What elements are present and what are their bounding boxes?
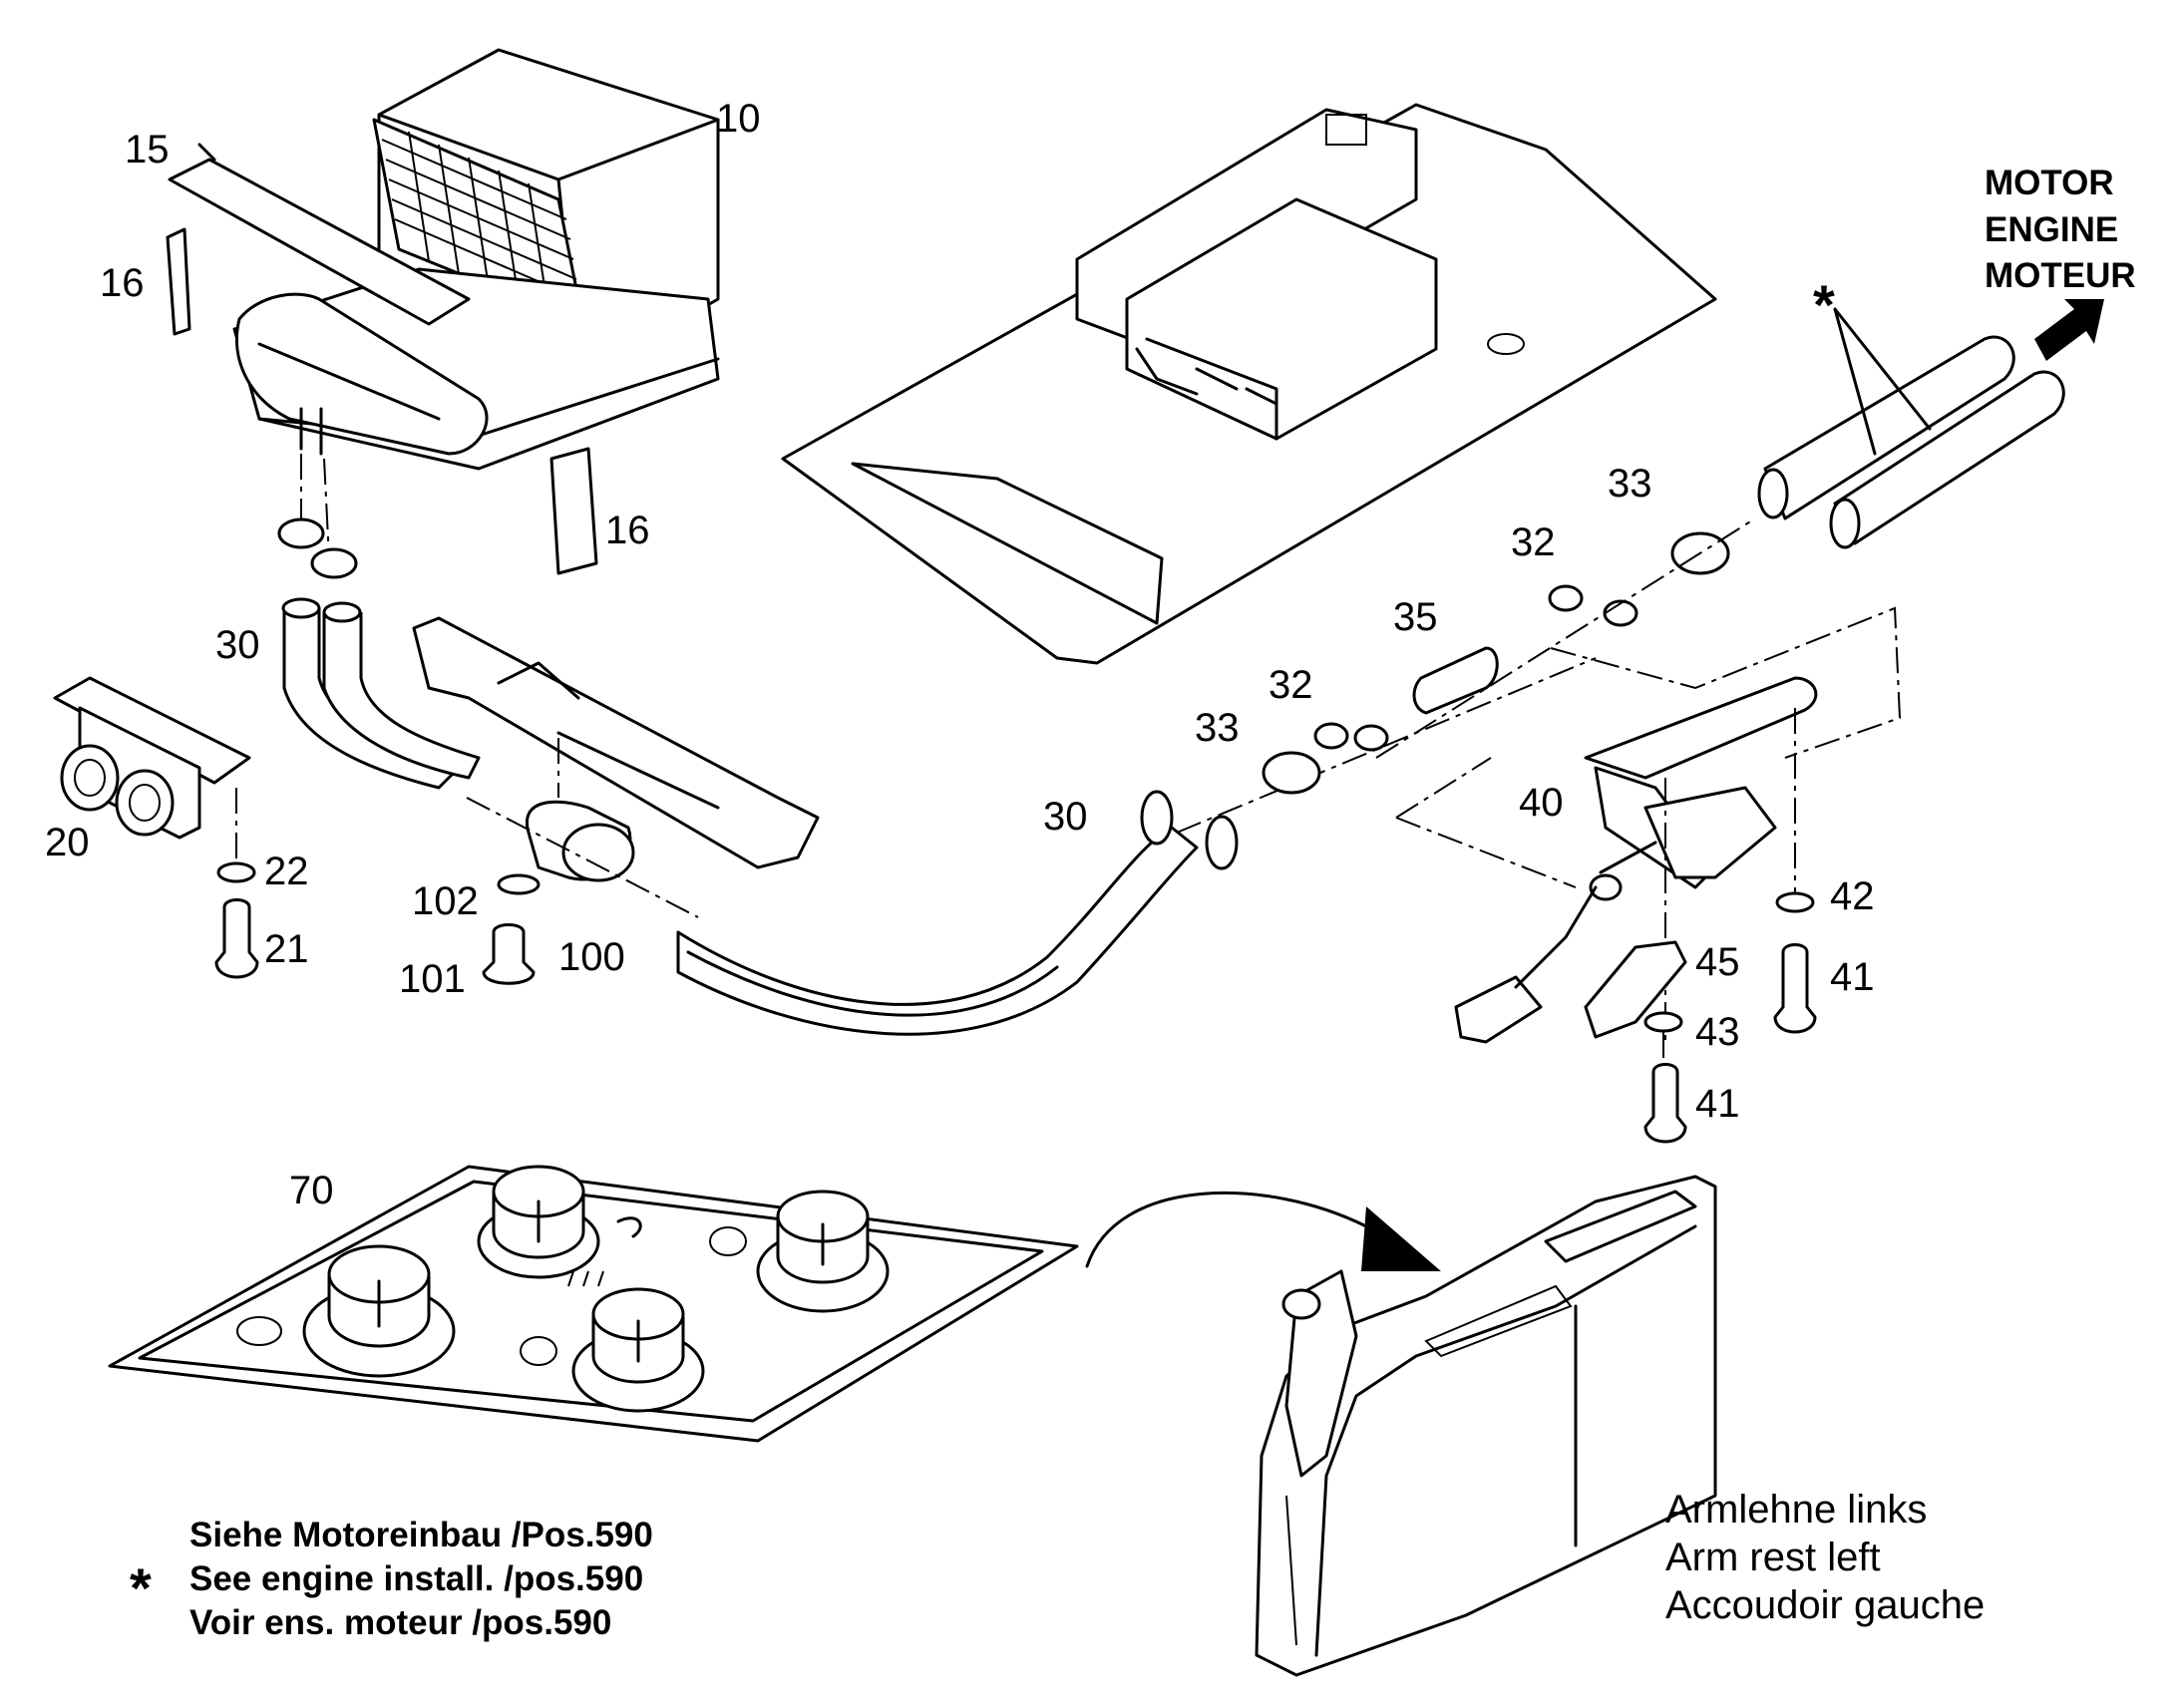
heater-hoses-right — [676, 790, 1239, 1036]
pipe-clamp — [525, 800, 635, 882]
callout-101: 101 — [399, 957, 466, 1001]
engine-pipes — [1757, 335, 2065, 549]
callout-33-lower: 33 — [1195, 706, 1240, 750]
callout-41-right: 41 — [1830, 955, 1875, 999]
engine-arrow-icon — [2034, 299, 2104, 361]
callout-16-right: 16 — [605, 509, 650, 552]
electrical-plug — [1454, 975, 1543, 1044]
footnote-line-en: See engine install. /pos.590 — [189, 1559, 643, 1598]
armrest-caption-de: Armlehne links — [1665, 1488, 1927, 1532]
armrest-caption: Armlehne links Arm rest left Accoudoir g… — [1665, 1488, 1985, 1627]
callout-30-left: 30 — [215, 623, 260, 667]
engine-label: MOTOR ENGINE MOTEUR — [1985, 164, 2136, 295]
callout-45: 45 — [1695, 940, 1740, 984]
air-nozzle — [53, 676, 251, 840]
heater-hoses-left — [281, 597, 481, 790]
callout-40: 40 — [1519, 781, 1564, 825]
bracket-45 — [1584, 940, 1687, 1039]
screw-101 — [482, 923, 536, 985]
clamp-32-lower-a — [1313, 722, 1349, 750]
callout-100: 100 — [558, 935, 625, 979]
callout-22: 22 — [264, 850, 309, 893]
callout-41-lower: 41 — [1695, 1082, 1740, 1126]
callout-15: 15 — [125, 128, 170, 171]
screw-41-lower — [1643, 1063, 1687, 1144]
screw-41-right — [1773, 943, 1817, 1034]
callout-labels: 10 15 16 16 30 20 22 21 102 101 100 30 3… — [45, 97, 1875, 1212]
callout-33-upper: 33 — [1608, 462, 1652, 506]
clamp-32-upper-b — [1603, 599, 1638, 627]
callout-35: 35 — [1393, 595, 1438, 639]
armrest-caption-fr: Accoudoir gauche — [1665, 1583, 1985, 1627]
control-panel — [108, 1165, 1079, 1443]
pointer-arrow-icon — [1361, 1206, 1441, 1271]
callout-16-left: 16 — [100, 261, 145, 305]
washer-22 — [216, 861, 256, 883]
footnote-line-de: Siehe Motoreinbau /Pos.590 — [189, 1516, 653, 1554]
screw-21 — [214, 898, 259, 979]
hose-bracket — [412, 616, 820, 869]
washer-102 — [497, 873, 541, 895]
footnote-symbol: * — [130, 1556, 152, 1619]
callout-32-upper: 32 — [1511, 520, 1556, 564]
washer-43 — [1643, 1011, 1683, 1033]
callout-70: 70 — [289, 1169, 334, 1212]
callout-10: 10 — [716, 97, 761, 141]
footnote-line-fr: Voir ens. moteur /pos.590 — [189, 1603, 611, 1642]
armrest-caption-en: Arm rest left — [1665, 1536, 1881, 1579]
grommet-33-lower — [1262, 751, 1321, 795]
clamp-32-lower-b — [1353, 724, 1389, 752]
heater-unit — [166, 48, 720, 575]
cab-floor-plate — [781, 103, 1717, 665]
connector-35 — [1412, 646, 1499, 715]
callout-43: 43 — [1695, 1010, 1740, 1054]
callout-102: 102 — [412, 879, 479, 923]
washer-42 — [1775, 891, 1815, 913]
engine-label-en: ENGINE — [1985, 210, 2118, 249]
footnote: * Siehe Motoreinbau /Pos.590 See engine … — [130, 1516, 653, 1642]
callout-30-right: 30 — [1043, 795, 1088, 839]
callout-32-lower: 32 — [1269, 663, 1313, 707]
asterisk-marker: * — [1813, 273, 1835, 336]
engine-label-de: MOTOR — [1985, 164, 2114, 202]
hose-clamps-upper — [277, 517, 358, 579]
callout-20: 20 — [45, 821, 90, 864]
engine-label-fr: MOTEUR — [1985, 256, 2136, 295]
valve-bracket — [1584, 676, 1818, 901]
callout-21: 21 — [264, 927, 309, 971]
armrest-left — [1255, 1175, 1717, 1677]
clamp-32-upper-a — [1548, 584, 1584, 612]
callout-42: 42 — [1830, 874, 1875, 918]
